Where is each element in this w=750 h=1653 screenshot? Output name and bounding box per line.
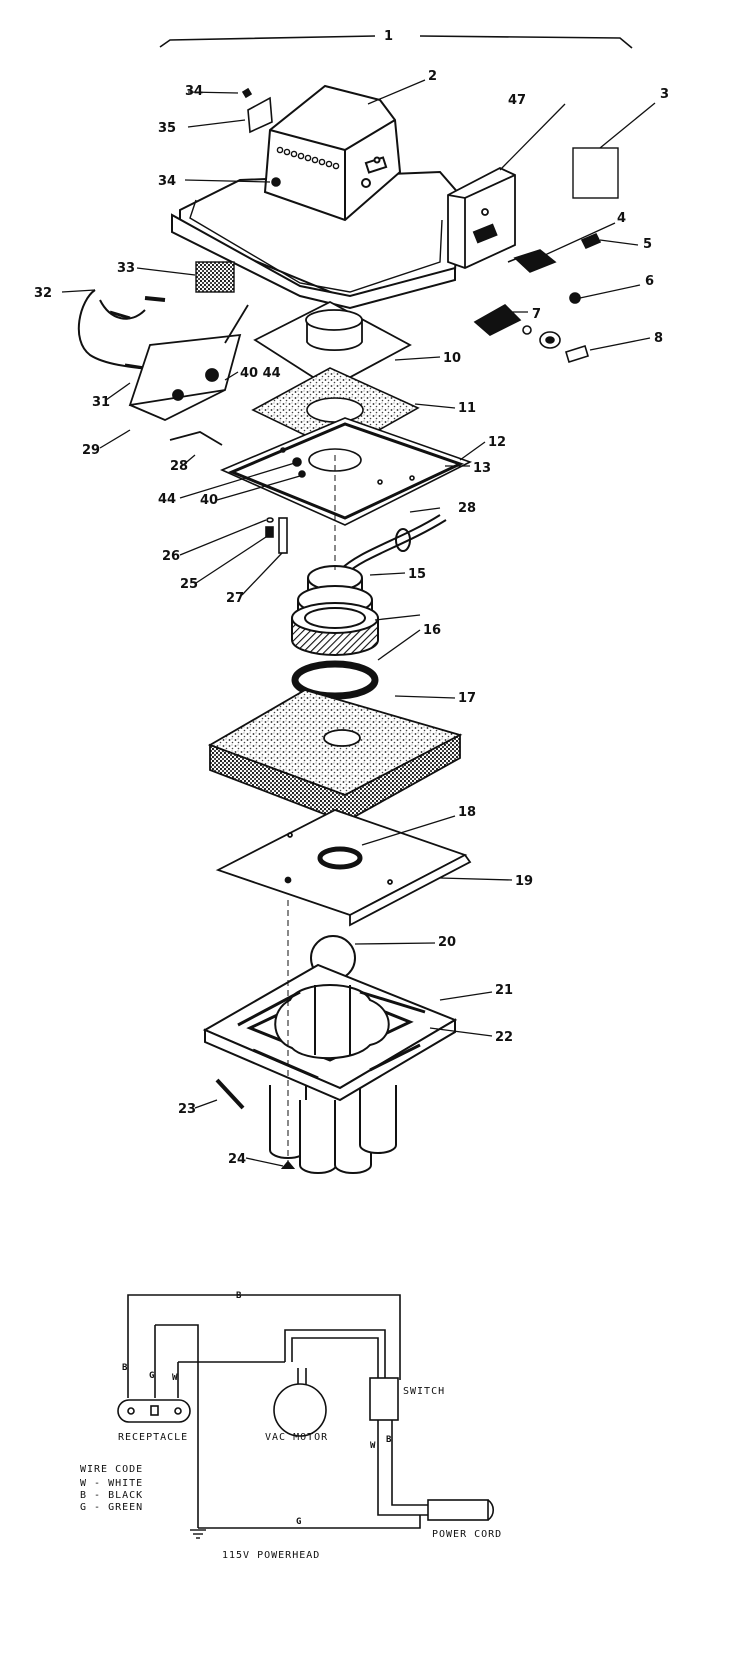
part-number: 31 xyxy=(92,395,110,410)
wire-letter: B xyxy=(122,1363,128,1373)
wire-code-entry: G - GREEN xyxy=(80,1502,143,1513)
part-number: 6 xyxy=(645,274,654,289)
part-number: 21 xyxy=(495,983,513,998)
part-number: 27 xyxy=(226,591,244,606)
powerhead-housing xyxy=(171,84,462,310)
wire-code-entry: W - WHITE xyxy=(80,1478,143,1489)
part-number: 13 xyxy=(473,461,491,476)
part-number: 8 xyxy=(654,331,663,346)
power-cord-set xyxy=(77,261,235,374)
leader-lines xyxy=(61,79,656,1167)
part-number: 18 xyxy=(458,805,476,820)
assembly-bracket xyxy=(159,35,633,49)
receptacle-label: RECEPTACLE xyxy=(118,1432,188,1443)
wire-letter: G xyxy=(296,1517,301,1527)
wiring-components xyxy=(117,1377,399,1437)
part-number: 10 xyxy=(443,351,461,366)
wire-letter: G xyxy=(149,1371,154,1381)
mount-plate xyxy=(219,417,473,526)
fan-housing xyxy=(291,602,379,700)
part-number: 28 xyxy=(170,459,188,474)
switch-parts xyxy=(473,232,602,364)
part-number: 34 xyxy=(158,174,176,189)
part-number: 44 xyxy=(158,492,176,507)
part-number: 19 xyxy=(515,874,533,889)
wiring-diagram xyxy=(127,1294,495,1529)
part-number: 32 xyxy=(34,286,52,301)
part-number: 26 xyxy=(162,549,180,564)
part-number: 35 xyxy=(158,121,176,136)
part-callouts: 1 2 3 4 5 6 7 8 10 11 12 13 15 16 17 18 … xyxy=(34,29,669,1167)
part-number: 23 xyxy=(178,1102,196,1117)
wire-letter: B xyxy=(236,1291,242,1301)
part-number: 40 xyxy=(200,493,218,508)
part-number: 1 xyxy=(384,29,393,44)
label-plate xyxy=(572,147,619,199)
part-number: 47 xyxy=(508,93,526,108)
vac-motor-symbol xyxy=(273,1383,327,1437)
motor-label: VAC MOTOR xyxy=(265,1432,328,1443)
switch-symbol xyxy=(369,1377,399,1421)
switch-label: SWITCH xyxy=(403,1386,445,1397)
part-number: 33 xyxy=(117,261,135,276)
part-number: 3 xyxy=(660,87,669,102)
motor-bracket xyxy=(128,304,249,446)
top-plate xyxy=(253,300,412,390)
wire-letter: B xyxy=(386,1435,392,1445)
wire-code-title: WIRE CODE xyxy=(80,1464,143,1475)
part-number: 7 xyxy=(532,307,541,322)
powerhead-label: 115V POWERHEAD xyxy=(222,1550,320,1561)
part-number: 25 xyxy=(180,577,198,592)
part-number: 34 xyxy=(185,84,203,99)
part-number: 28 xyxy=(458,501,476,516)
ground-symbol xyxy=(190,1529,206,1539)
baffle-plate xyxy=(215,809,472,927)
mount-hardware xyxy=(265,517,288,554)
power-cord-label: POWER CORD xyxy=(432,1529,502,1540)
part-number: 4 xyxy=(617,211,626,226)
part-number: 11 xyxy=(458,401,476,416)
wire-letter: W xyxy=(172,1373,178,1383)
part-number: 15 xyxy=(408,567,426,582)
part-number: 24 xyxy=(228,1152,246,1167)
part-number: 12 xyxy=(488,435,506,450)
part-number: 20 xyxy=(438,935,456,950)
part-number: 40 44 xyxy=(240,366,281,381)
motor-cable xyxy=(339,514,447,575)
part-number: 5 xyxy=(643,237,652,252)
wire-letter: W xyxy=(370,1441,376,1451)
part-number: 29 xyxy=(82,443,100,458)
meter-panel xyxy=(447,166,516,269)
wire-code-entry: B - BLACK xyxy=(80,1490,143,1501)
part-number: 22 xyxy=(495,1030,513,1045)
handle-plate xyxy=(241,87,281,187)
part-number: 16 xyxy=(423,623,441,638)
filter-cage xyxy=(202,963,458,1174)
part-number: 17 xyxy=(458,691,476,706)
foam-filter xyxy=(207,689,463,823)
part-number: 2 xyxy=(428,69,437,84)
